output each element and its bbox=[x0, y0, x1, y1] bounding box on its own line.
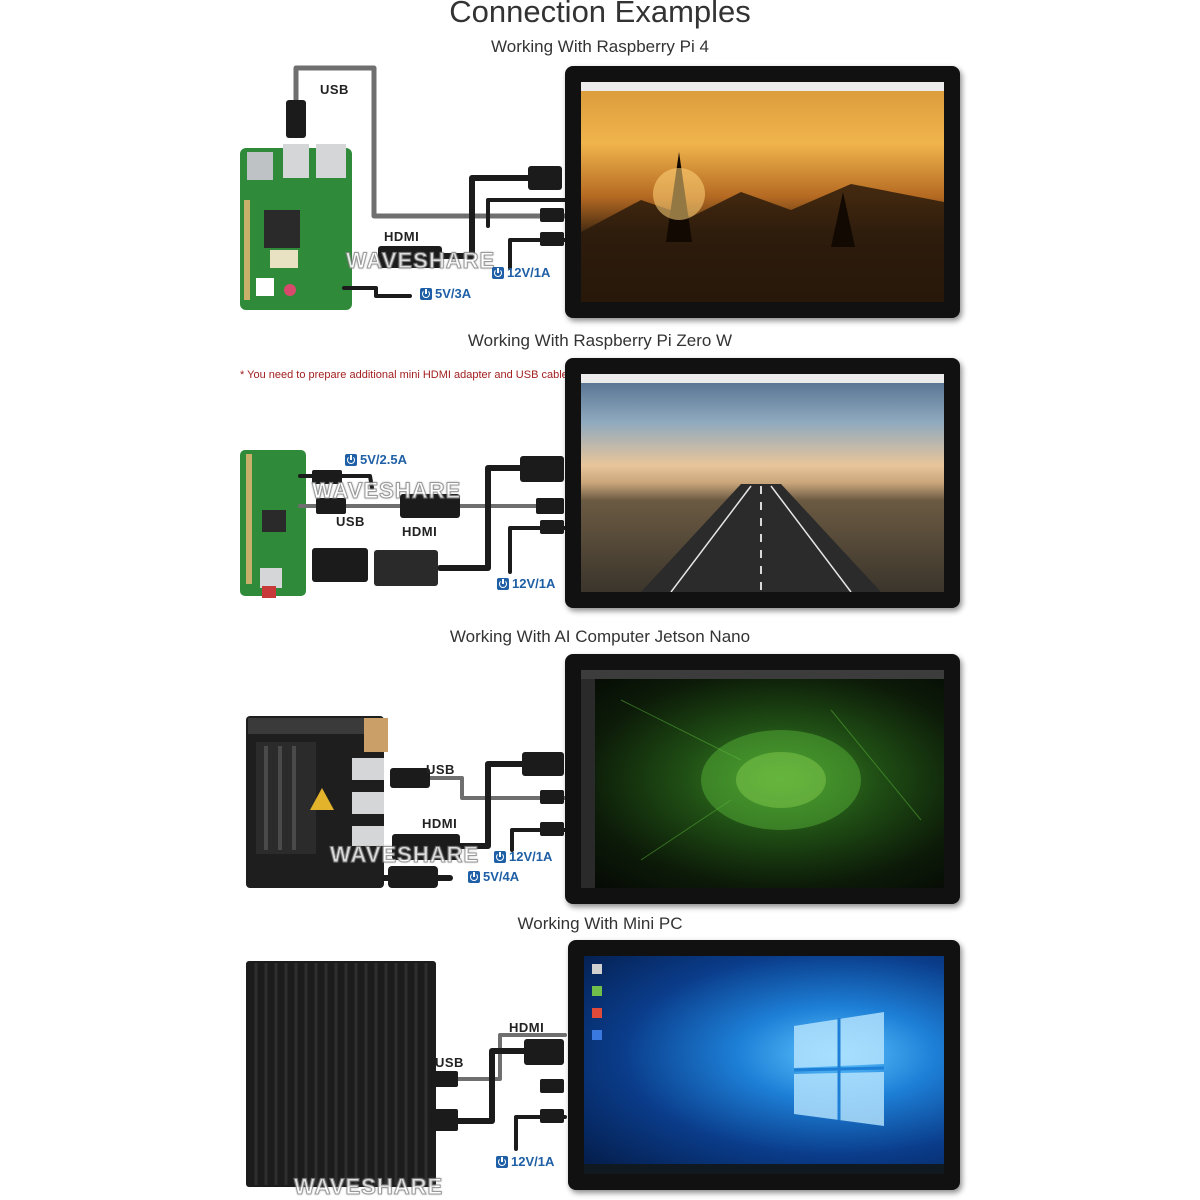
minipc-diagram bbox=[246, 961, 567, 1187]
pizero-diagram bbox=[240, 450, 567, 598]
watermark: WAVESHARE bbox=[345, 248, 496, 274]
pizero-hdmi-label: HDMI bbox=[402, 524, 438, 539]
power-icon bbox=[492, 266, 504, 279]
section-title-jetson: Working With AI Computer Jetson Nano bbox=[449, 627, 751, 646]
windows-taskbar bbox=[584, 1164, 944, 1174]
power-icon bbox=[497, 577, 509, 590]
display-monitor bbox=[568, 940, 960, 1190]
screen-windows-desktop bbox=[584, 956, 944, 1174]
jetson-usb-label: USB bbox=[426, 762, 455, 777]
section-title-pi4: Working With Raspberry Pi 4 bbox=[491, 37, 709, 56]
minipc-display-power-label: 12V/1A bbox=[496, 1154, 554, 1169]
section-title-pizero: Working With Raspberry Pi Zero W bbox=[467, 331, 733, 350]
desktop-taskbar bbox=[581, 670, 944, 679]
jetson-display-power-label: 12V/1A bbox=[494, 849, 552, 864]
jetson-hdmi-label: HDMI bbox=[422, 816, 458, 831]
pizero-usb-label: USB bbox=[336, 514, 365, 529]
screen-sunset-temples bbox=[581, 82, 944, 302]
watermark: WAVESHARE bbox=[293, 1174, 444, 1200]
minipc-usb-label: USB bbox=[435, 1055, 464, 1070]
power-icon bbox=[494, 850, 506, 863]
display-monitor bbox=[565, 66, 960, 318]
pi4-usb-label: USB bbox=[320, 82, 349, 97]
page-title: Connection Examples bbox=[449, 0, 751, 29]
jetson-power-label: 5V/4A bbox=[468, 869, 519, 884]
jetson-diagram bbox=[246, 716, 567, 888]
pi4-power-label: 5V/3A bbox=[420, 286, 471, 301]
power-icon bbox=[468, 870, 480, 883]
minipc-hdmi-label: HDMI bbox=[509, 1020, 545, 1035]
watermark: WAVESHARE bbox=[329, 842, 480, 868]
screen-desert-road bbox=[581, 374, 944, 592]
pizero-power-label: 5V/2.5A bbox=[345, 452, 407, 467]
screen-nvidia-desktop bbox=[581, 670, 944, 888]
display-monitor bbox=[565, 654, 960, 904]
adapter-note: * You need to prepare additional mini HD… bbox=[240, 369, 568, 381]
watermark: WAVESHARE bbox=[311, 478, 462, 504]
power-icon bbox=[345, 453, 357, 466]
pi4-hdmi-label: HDMI bbox=[384, 229, 420, 244]
pizero-display-power-label: 12V/1A bbox=[497, 576, 555, 591]
section-title-minipc: Working With Mini PC bbox=[517, 914, 683, 933]
pi4-display-power-label: 12V/1A bbox=[492, 265, 550, 280]
desktop-launcher bbox=[581, 679, 595, 888]
desktop-taskbar bbox=[581, 82, 944, 91]
mini-pc bbox=[246, 961, 436, 1187]
pi4-diagram bbox=[240, 65, 568, 310]
desktop-taskbar bbox=[581, 374, 944, 383]
display-monitor bbox=[565, 358, 960, 608]
power-icon bbox=[496, 1155, 508, 1168]
power-icon bbox=[420, 287, 432, 300]
